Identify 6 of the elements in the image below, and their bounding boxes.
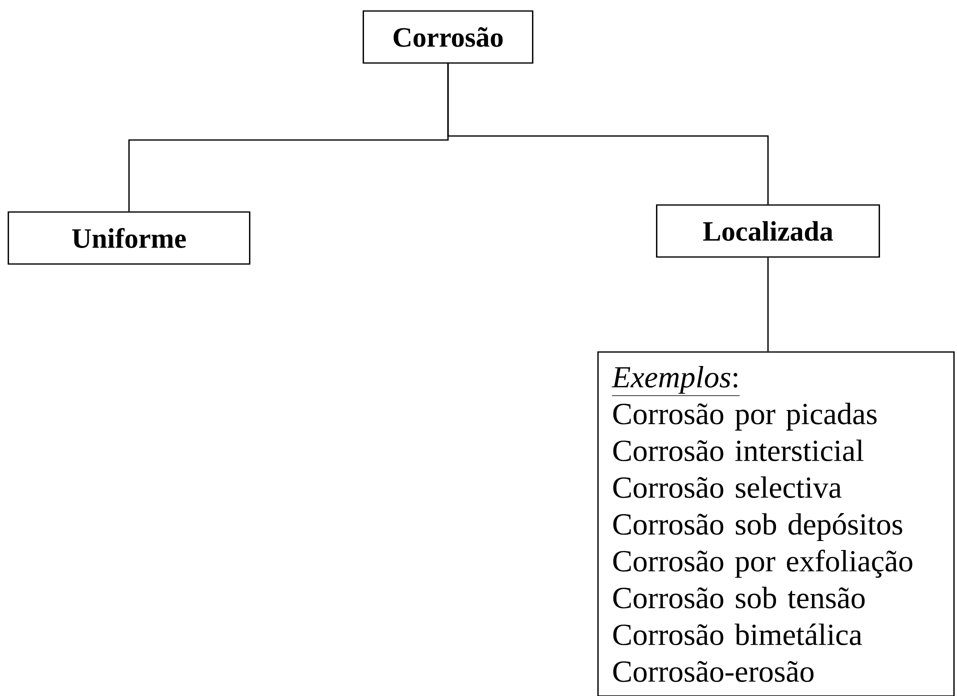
- category-box: Corrosão: [362, 10, 534, 64]
- category-box: Uniforme: [8, 211, 250, 265]
- examples-box: Exemplos: Corrosão por picadas Corrosão intersticial Corrosão selectiva Corrosão sob depósitos Corrosão por exfoliação Corrosão sob tensão Corrosão bimetálica Corrosão-erosão: [597, 351, 955, 696]
- connector-line: [767, 258, 769, 352]
- category-box: Localizada: [656, 204, 880, 258]
- connector-line: [447, 64, 769, 204]
